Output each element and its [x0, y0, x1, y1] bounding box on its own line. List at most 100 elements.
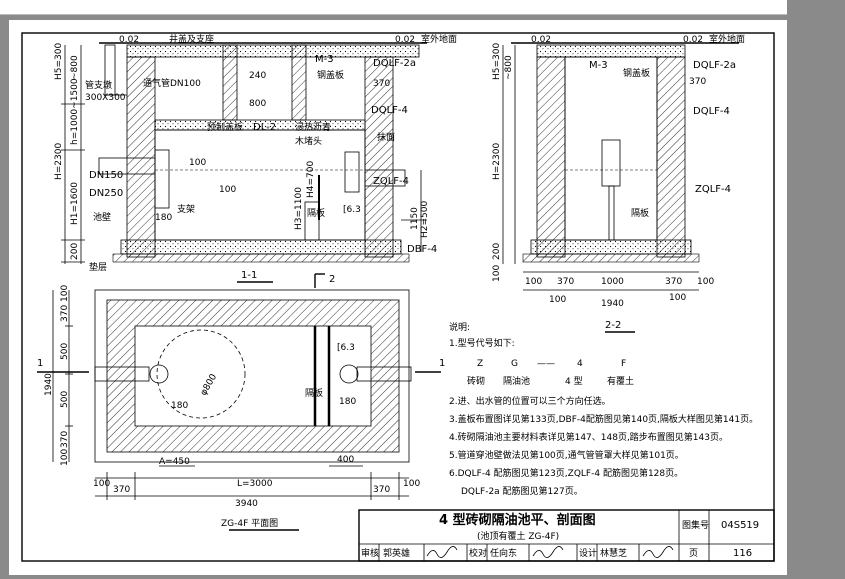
- label-cover-plate: 钢盖板: [317, 69, 344, 81]
- title-main: 4 型砖砌隔油池平、剖面图: [439, 512, 596, 528]
- label-bedding: 垫层: [89, 261, 107, 273]
- dim-h1: H1=1600: [70, 182, 80, 225]
- label-dn150: DN150: [89, 170, 123, 181]
- dim-h3: H3=1100: [294, 187, 304, 230]
- label-dqlf2a-b: DQLF-2a: [693, 60, 736, 71]
- sec22-total: 1940: [601, 299, 624, 309]
- label-pipe-support-size: 300X300: [85, 93, 126, 103]
- title-block: 4 型砖砌隔油池平、剖面图 (池顶有覆土 ZG-4F) 图集号 04S519 审…: [358, 509, 775, 562]
- title-sub: (池顶有覆土 ZG-4F): [477, 530, 559, 542]
- dim-002: 0.02: [119, 35, 139, 45]
- plan-left-dim-2: 500: [60, 343, 70, 360]
- label-c63: [6.3: [343, 205, 361, 215]
- label-plug: 木堵头: [295, 135, 322, 147]
- plan-dim-1: 370: [113, 485, 130, 495]
- label-asphalt: 浸热沥青: [295, 121, 331, 133]
- sec22-dim-0: 100: [525, 277, 542, 287]
- design-label: 设计: [579, 547, 597, 559]
- dim-180: 180: [155, 213, 172, 223]
- label-dqlf4: DQLF-4: [371, 105, 408, 116]
- label-c63b: [6.3: [337, 343, 355, 353]
- dim-180b: 180: [171, 401, 188, 411]
- label-pipe-support: 管支墩: [85, 79, 112, 91]
- label-dqlf4-b: DQLF-4: [693, 106, 730, 117]
- code-dash: ——: [537, 359, 555, 369]
- section-1-1-labels: 0.02 井盖及支座 0.02 室外地面 M-3 钢盖板 DQLF-2a 370…: [54, 33, 457, 281]
- dim-800-range-b: ~800: [504, 55, 514, 80]
- label-vent: 通气管DN100: [143, 77, 201, 89]
- dim-002d: 0.02: [683, 35, 703, 45]
- page-label: 页: [689, 548, 698, 559]
- note-4: 4.砖砌隔油池主要材料表详见第147、148页,踏步布置图见第143页。: [449, 431, 728, 443]
- dim-200b: 200: [492, 243, 502, 260]
- cut-mark-1: 1: [37, 358, 43, 369]
- plan-dim-a450: A=450: [159, 457, 190, 467]
- label-m3: M-3: [315, 54, 334, 65]
- notes-title: 说明:: [449, 321, 470, 333]
- sec22-sub-1: 100: [669, 293, 686, 303]
- plan-title: ZG-4F 平面图: [221, 518, 278, 529]
- note-6b: DQLF-2a 配筋图见第127页。: [461, 485, 583, 497]
- cut-mark-2: 2: [329, 274, 335, 285]
- dim-200: 200: [70, 243, 80, 260]
- section-2-2-labels: 0.02 0.02 室外地面 M-3 钢盖板 DQLF-2a 370 DQLF-…: [492, 33, 745, 331]
- section-title-2-2: 2-2: [605, 320, 621, 331]
- label-bracket: 支架: [177, 203, 195, 215]
- dim-h4: H4=700: [306, 161, 316, 198]
- dim-002c: 0.02: [531, 35, 551, 45]
- plan-dim-3: 370: [373, 485, 390, 495]
- dim-800: 800: [249, 99, 266, 109]
- dim-h5-b: H5=300: [492, 43, 502, 80]
- plan-dim-total: 3940: [235, 499, 258, 509]
- dim-h2: H2=500: [420, 201, 430, 238]
- sec22-dim-4: 100: [697, 277, 714, 287]
- note-5: 5.管道穿池壁做法见第100页,通气管管罩大样见第101页。: [449, 449, 684, 461]
- label-dl2: DL-2: [253, 122, 276, 133]
- dim-1150: 1150: [410, 207, 420, 230]
- plan-labels: 2 1 1 φ800 [6.3 隔板 180 180 A=450 400 100…: [37, 274, 445, 529]
- plan-left-dim-0: 100: [60, 285, 70, 302]
- plan-dim-4: 100: [403, 479, 420, 489]
- label-pool-wall: 池壁: [93, 211, 111, 223]
- dim-370: 370: [373, 79, 390, 89]
- designer-signature: [642, 546, 674, 558]
- sec22-sub-0: 100: [549, 295, 566, 305]
- sec22-dim-2: 1000: [601, 277, 624, 287]
- reviewer-name: 郭英雄: [383, 547, 410, 559]
- label-dqlf2a: DQLF-2a: [373, 58, 416, 69]
- label-cover-plate2: 钢盖板: [623, 67, 650, 79]
- check-label: 校对: [469, 547, 487, 559]
- dim-370b: 370: [689, 77, 706, 87]
- label-ground2: 室外地面: [709, 33, 745, 45]
- designer-name: 林慧芝: [600, 547, 627, 559]
- plan-left-dim-4: 370: [60, 431, 70, 448]
- dim-H-b: H=2300: [492, 143, 502, 180]
- dim-002b: 0.02: [395, 35, 415, 45]
- sec22-dim-3: 370: [665, 277, 682, 287]
- dim-240: 240: [249, 71, 266, 81]
- code-4: 4: [577, 359, 583, 369]
- note-3: 3.盖板布置图详见第133页,DBF-4配筋图见第140页,隔板大样图见第141…: [449, 413, 758, 425]
- cut-mark-1b: 1: [439, 358, 445, 369]
- label-backfill: 井盖及支座: [169, 33, 214, 45]
- code-g: G: [511, 359, 518, 369]
- dim-800-range: ~800: [70, 55, 80, 80]
- dim-h5: H5=300: [54, 43, 64, 80]
- atlas-label: 图集号: [682, 519, 709, 531]
- label-m3b: M-3: [589, 60, 608, 71]
- section-1-1: [61, 42, 427, 264]
- dim-h-var: h=1000~1500: [70, 78, 80, 145]
- checker-signature: [532, 546, 564, 558]
- label-ground: 室外地面: [421, 33, 457, 45]
- note-2: 2.进、出水管的位置可以三个方向任选。: [449, 395, 611, 407]
- label-partition: 隔板: [307, 207, 325, 219]
- checker-name: 任向东: [490, 547, 517, 559]
- note-1: 1.型号代号如下:: [449, 337, 515, 349]
- plan-dim-0: 100: [93, 479, 110, 489]
- drawing-sheet: 0.02 井盖及支座 0.02 室外地面 M-3 钢盖板 DQLF-2a 370…: [9, 20, 787, 575]
- review-label: 审核: [361, 547, 379, 559]
- page-number: 116: [733, 548, 752, 559]
- dim-100c: 100: [492, 265, 502, 282]
- label-precast-cover: 预制盖板: [207, 121, 243, 133]
- label-zqlf4: ZQLF-4: [373, 176, 409, 187]
